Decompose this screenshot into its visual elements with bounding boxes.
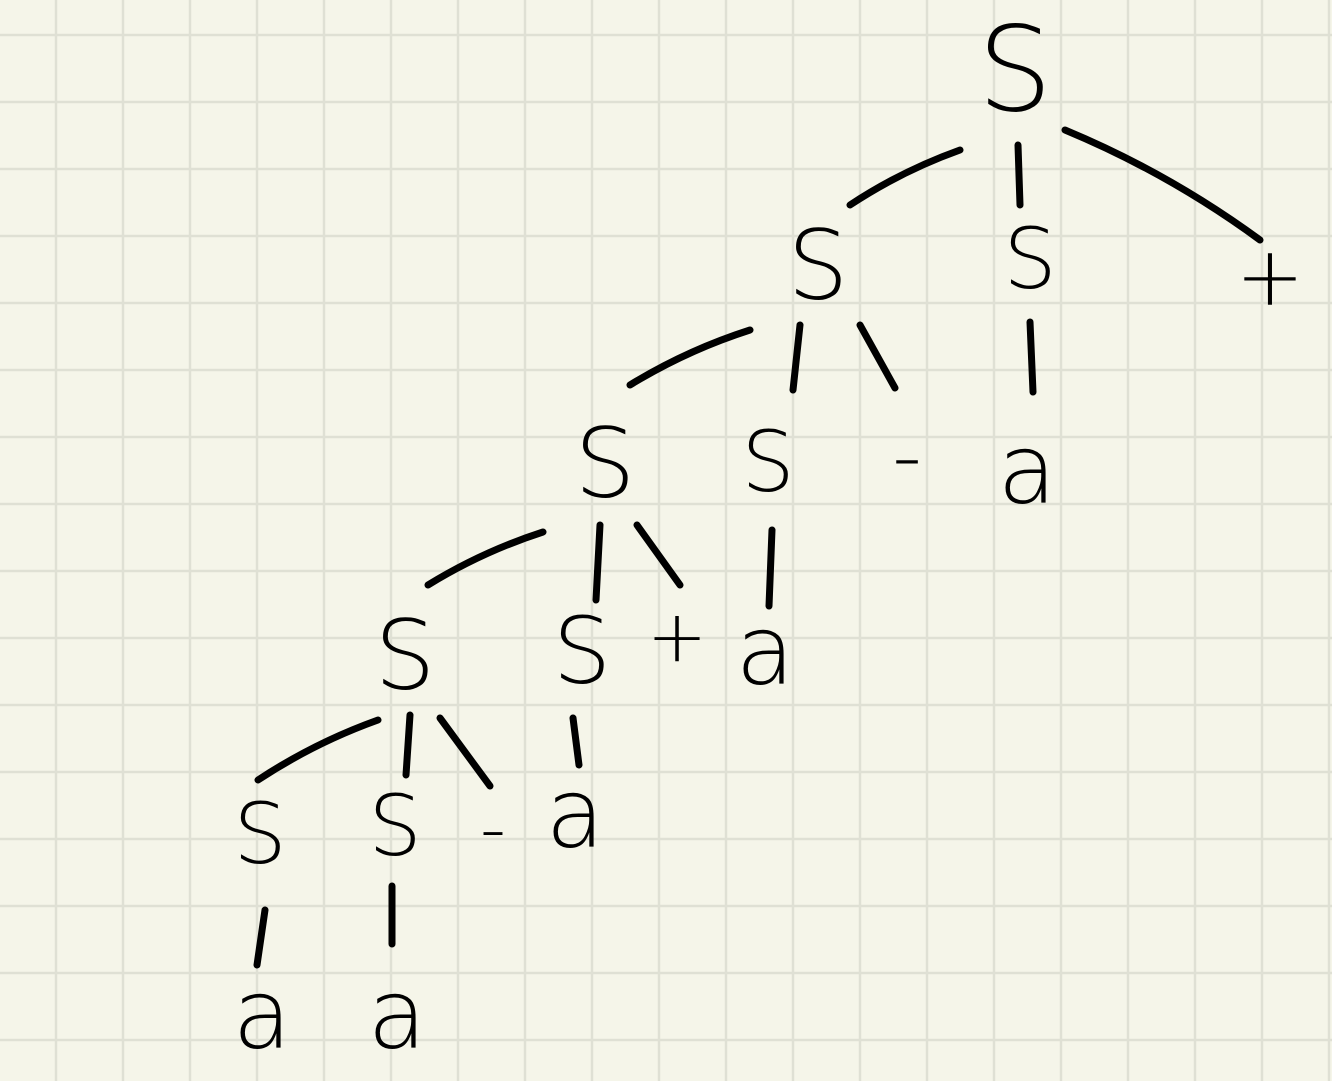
tree-node-n1: S (978, 0, 1053, 138)
tree-edge-n13-n17 (253, 906, 269, 969)
tree-node-n2: S (788, 209, 849, 321)
tree-node-n13: S (233, 785, 286, 883)
tree-edge-n2-n5 (626, 326, 754, 389)
tree-edge-n3-n8 (1026, 318, 1037, 396)
tree-edge-n9-n15 (436, 714, 494, 790)
tree-edge-n5-n11 (633, 521, 684, 589)
tree-node-n16: a (546, 757, 605, 869)
tree-node-n7: - (892, 410, 922, 505)
tree-edge-n2-n7 (856, 321, 899, 392)
tree-node-n14: S (368, 777, 421, 875)
tree-node-n11: + (647, 595, 707, 679)
tree-node-n8: a (998, 413, 1057, 525)
tree-edge-n1-n4 (1061, 126, 1264, 244)
tree-node-n5: S (575, 407, 636, 519)
tree-edge-n1-n2 (846, 146, 964, 209)
tree-edge-n6-n12 (765, 526, 776, 610)
tree-edge-n9-n13 (254, 716, 382, 784)
tree-node-n3: S (1003, 210, 1056, 308)
tree-node-n10: S (553, 598, 611, 705)
tree-node-n9: S (375, 599, 436, 711)
tree-edge-n2-n6 (789, 321, 804, 394)
tree-node-n18: a (368, 958, 427, 1070)
tree-edge-n1-n3 (1014, 141, 1024, 209)
tree-edge-n9-n14 (402, 711, 414, 779)
tree-node-n4: + (1236, 230, 1305, 325)
tree-node-n6: S (741, 413, 794, 511)
tree-edge-n5-n10 (592, 521, 604, 604)
tree-node-n12: a (736, 594, 795, 706)
tree-edge-n10-n16 (569, 714, 583, 769)
tree-edge-n5-n9 (424, 528, 547, 589)
tree-node-n15: - (480, 787, 506, 871)
tree-edges (253, 126, 1264, 969)
tree-node-n17: a (233, 958, 292, 1070)
